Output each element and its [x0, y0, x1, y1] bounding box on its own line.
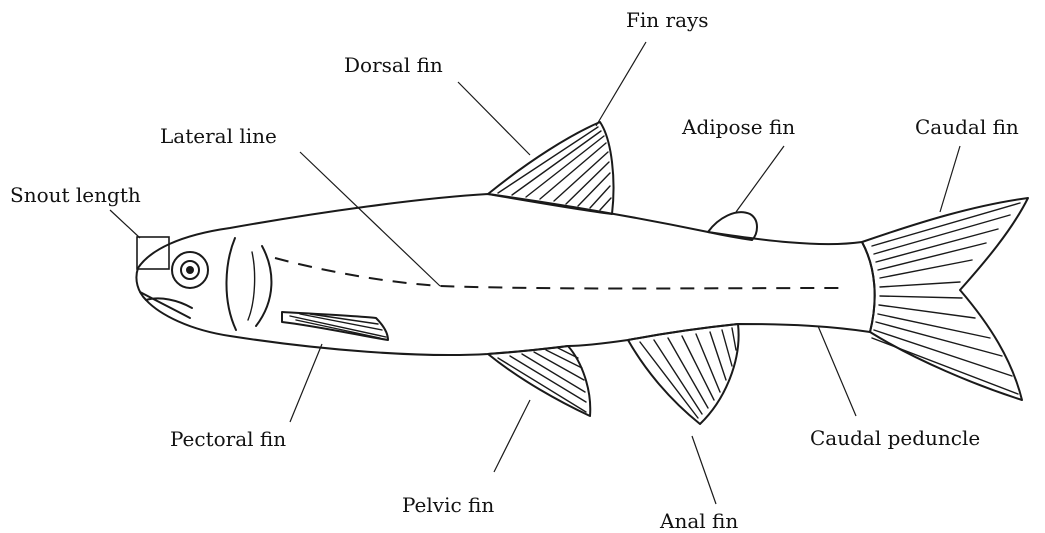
leader-lateral-line	[300, 152, 440, 286]
lateral-line	[275, 258, 840, 289]
leader-adipose-fin	[736, 146, 784, 212]
label-caudal-fin: Caudal fin	[915, 117, 1019, 137]
label-pectoral-fin: Pectoral fin	[170, 429, 286, 449]
caudal-fin	[862, 198, 1028, 400]
leader-pelvic-fin	[494, 400, 530, 472]
fish-body	[136, 194, 874, 355]
label-fin-rays: Fin rays	[626, 10, 709, 30]
pelvic-fin	[488, 346, 590, 416]
leader-dorsal-fin	[458, 82, 530, 155]
fish-eye	[172, 252, 208, 288]
leader-snout-length	[110, 210, 140, 238]
leader-caudal-fin	[940, 146, 960, 212]
label-snout-length: Snout length	[10, 185, 141, 205]
label-lateral-line: Lateral line	[160, 126, 277, 146]
leader-caudal-peduncle	[818, 326, 856, 416]
leader-anal-fin	[692, 436, 716, 504]
leader-pectoral-fin	[290, 344, 322, 422]
dorsal-fin	[488, 122, 614, 214]
label-anal-fin: Anal fin	[660, 511, 738, 531]
leader-fin-rays	[596, 42, 646, 126]
anal-fin	[628, 324, 739, 424]
pectoral-fin	[282, 312, 388, 340]
label-dorsal-fin: Dorsal fin	[344, 55, 443, 75]
label-adipose-fin: Adipose fin	[682, 117, 795, 137]
label-caudal-peduncle: Caudal peduncle	[810, 428, 980, 448]
label-pelvic-fin: Pelvic fin	[402, 495, 494, 515]
